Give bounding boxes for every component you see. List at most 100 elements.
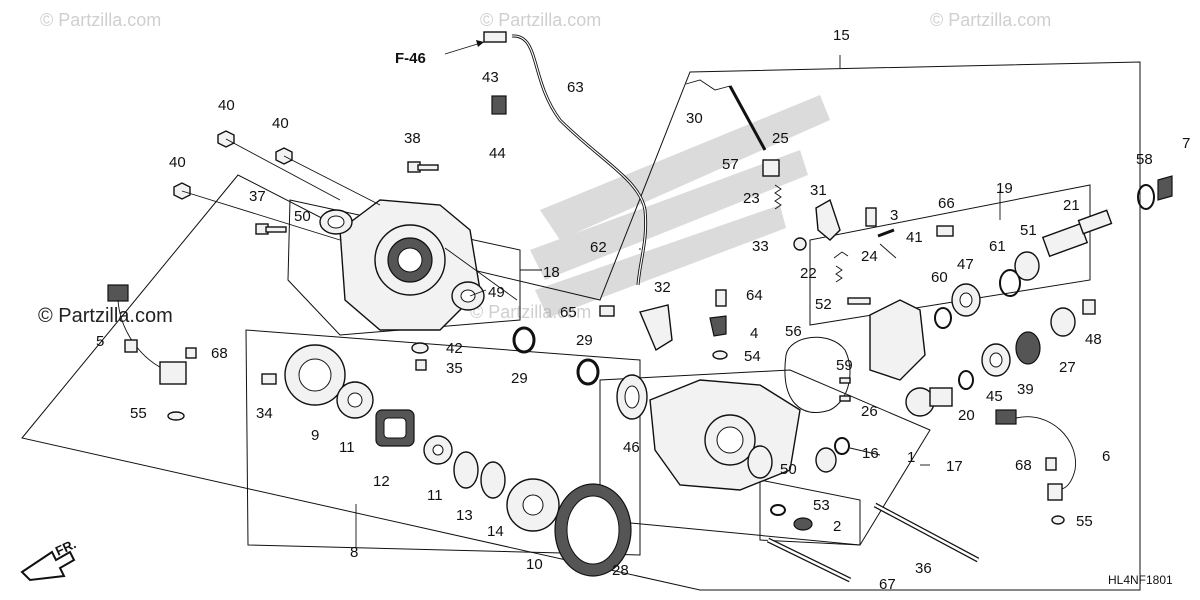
callout-22: 22 xyxy=(800,265,817,282)
ref-f46-label: F-46 xyxy=(395,50,426,67)
callout-59: 59 xyxy=(836,357,853,374)
callout-32: 32 xyxy=(654,279,671,296)
callout-23: 23 xyxy=(743,190,760,207)
callout-56: 56 xyxy=(785,323,802,340)
callout-5: 5 xyxy=(96,333,104,350)
callout-10: 10 xyxy=(526,556,543,573)
spring-24 xyxy=(833,251,849,259)
watermark-left: © Partzilla.com xyxy=(38,305,173,327)
shim-13 xyxy=(453,451,479,489)
callout-14: 14 xyxy=(487,523,504,540)
callout-58: 58 xyxy=(1136,151,1153,168)
callout-55b: 55 xyxy=(1076,513,1093,530)
ref-arrow-f46: F-46 xyxy=(395,40,485,67)
callout-42: 42 xyxy=(446,340,463,357)
callout-28: 28 xyxy=(612,562,629,579)
watermark-center: © Partzilla.com xyxy=(470,302,591,322)
callout-60: 60 xyxy=(931,269,948,286)
washer-53 xyxy=(770,504,786,516)
assembly-outline-2 xyxy=(759,479,861,546)
bolt-34 xyxy=(261,373,277,385)
callout-13: 13 xyxy=(456,507,473,524)
callout-35: 35 xyxy=(446,360,463,377)
callout-48: 48 xyxy=(1085,331,1102,348)
bolt-37 xyxy=(255,223,287,235)
callout-8: 8 xyxy=(350,544,358,561)
shift-lever-30 xyxy=(685,79,767,151)
callout-12: 12 xyxy=(373,473,390,490)
diff-case-9 xyxy=(284,344,346,406)
callout-2: 2 xyxy=(833,518,841,535)
callout-11b: 11 xyxy=(427,487,443,504)
circlip-61 xyxy=(999,269,1021,297)
side-gear-11b xyxy=(423,435,453,465)
callout-3: 3 xyxy=(890,207,898,224)
bracket-32 xyxy=(639,304,673,352)
callout-45: 45 xyxy=(986,388,1003,405)
callout-40c: 40 xyxy=(169,154,186,171)
shim-14 xyxy=(480,461,506,499)
pinion-shaft-21 xyxy=(1041,209,1113,258)
callout-4: 4 xyxy=(750,325,758,342)
pinion-gear-26 xyxy=(905,387,953,417)
callout-1: 1 xyxy=(907,449,915,466)
bushing-seal xyxy=(815,447,837,473)
callout-50b: 50 xyxy=(780,461,797,478)
bolt-64 xyxy=(715,289,727,307)
callout-54: 54 xyxy=(744,348,761,365)
callout-62: 62 xyxy=(590,239,607,256)
gear-case-main xyxy=(649,379,801,491)
callout-25: 25 xyxy=(772,130,789,147)
callout-20: 20 xyxy=(958,407,975,424)
callout-41: 41 xyxy=(906,229,923,246)
pin-59b xyxy=(839,395,851,402)
nut-2 xyxy=(793,517,813,531)
callout-labels: 1 2 3 4 5 6 7 8 9 10 11 11 12 13 14 15 1… xyxy=(96,27,1190,593)
callout-30: 30 xyxy=(686,110,703,127)
pin-59a xyxy=(839,377,851,384)
bearing-39 xyxy=(1015,331,1041,365)
fitting-4 xyxy=(709,315,727,337)
callout-55a: 55 xyxy=(130,405,147,422)
callout-66: 66 xyxy=(938,195,955,212)
callout-57: 57 xyxy=(722,156,739,173)
callout-64: 64 xyxy=(746,287,763,304)
shift-fork-31 xyxy=(815,198,841,241)
spring-22 xyxy=(835,265,843,283)
callout-61: 61 xyxy=(989,238,1006,255)
breather-joint xyxy=(483,31,507,43)
front-direction-arrow: FR. xyxy=(20,536,78,582)
callout-53: 53 xyxy=(813,497,830,514)
callout-31: 31 xyxy=(810,182,827,199)
tube-clip xyxy=(491,95,507,115)
callout-50a: 50 xyxy=(294,208,311,225)
callout-44: 44 xyxy=(489,145,506,162)
callout-49: 49 xyxy=(488,284,505,301)
o-ring-29b xyxy=(576,358,600,386)
assembly-outline-19 xyxy=(809,184,1091,326)
callout-38: 38 xyxy=(404,130,421,147)
diff-case-10 xyxy=(506,478,560,532)
watermark-top-left: © Partzilla.com xyxy=(40,10,161,30)
motor-housing xyxy=(869,299,926,381)
oil-seal-50b xyxy=(747,445,773,479)
callout-24: 24 xyxy=(861,248,878,265)
front-housing xyxy=(339,199,481,331)
side-gear-11a xyxy=(336,381,374,419)
bolt-38 xyxy=(407,161,439,173)
leader-lines xyxy=(355,55,1001,548)
spring-7 xyxy=(1157,175,1173,201)
callout-7: 7 xyxy=(1182,135,1190,152)
o-ring-58 xyxy=(1137,184,1155,210)
callout-16: 16 xyxy=(862,445,879,462)
callout-21: 21 xyxy=(1063,197,1080,214)
callout-11a: 11 xyxy=(339,439,355,456)
assembly-outline-8 xyxy=(245,329,641,556)
o-ring-16 xyxy=(834,437,850,455)
callout-26: 26 xyxy=(861,403,878,420)
washer-42 xyxy=(411,342,429,354)
callout-15: 15 xyxy=(833,27,850,44)
watermark-top-right: © Partzilla.com xyxy=(930,10,1051,30)
seal-27 xyxy=(1050,307,1076,337)
